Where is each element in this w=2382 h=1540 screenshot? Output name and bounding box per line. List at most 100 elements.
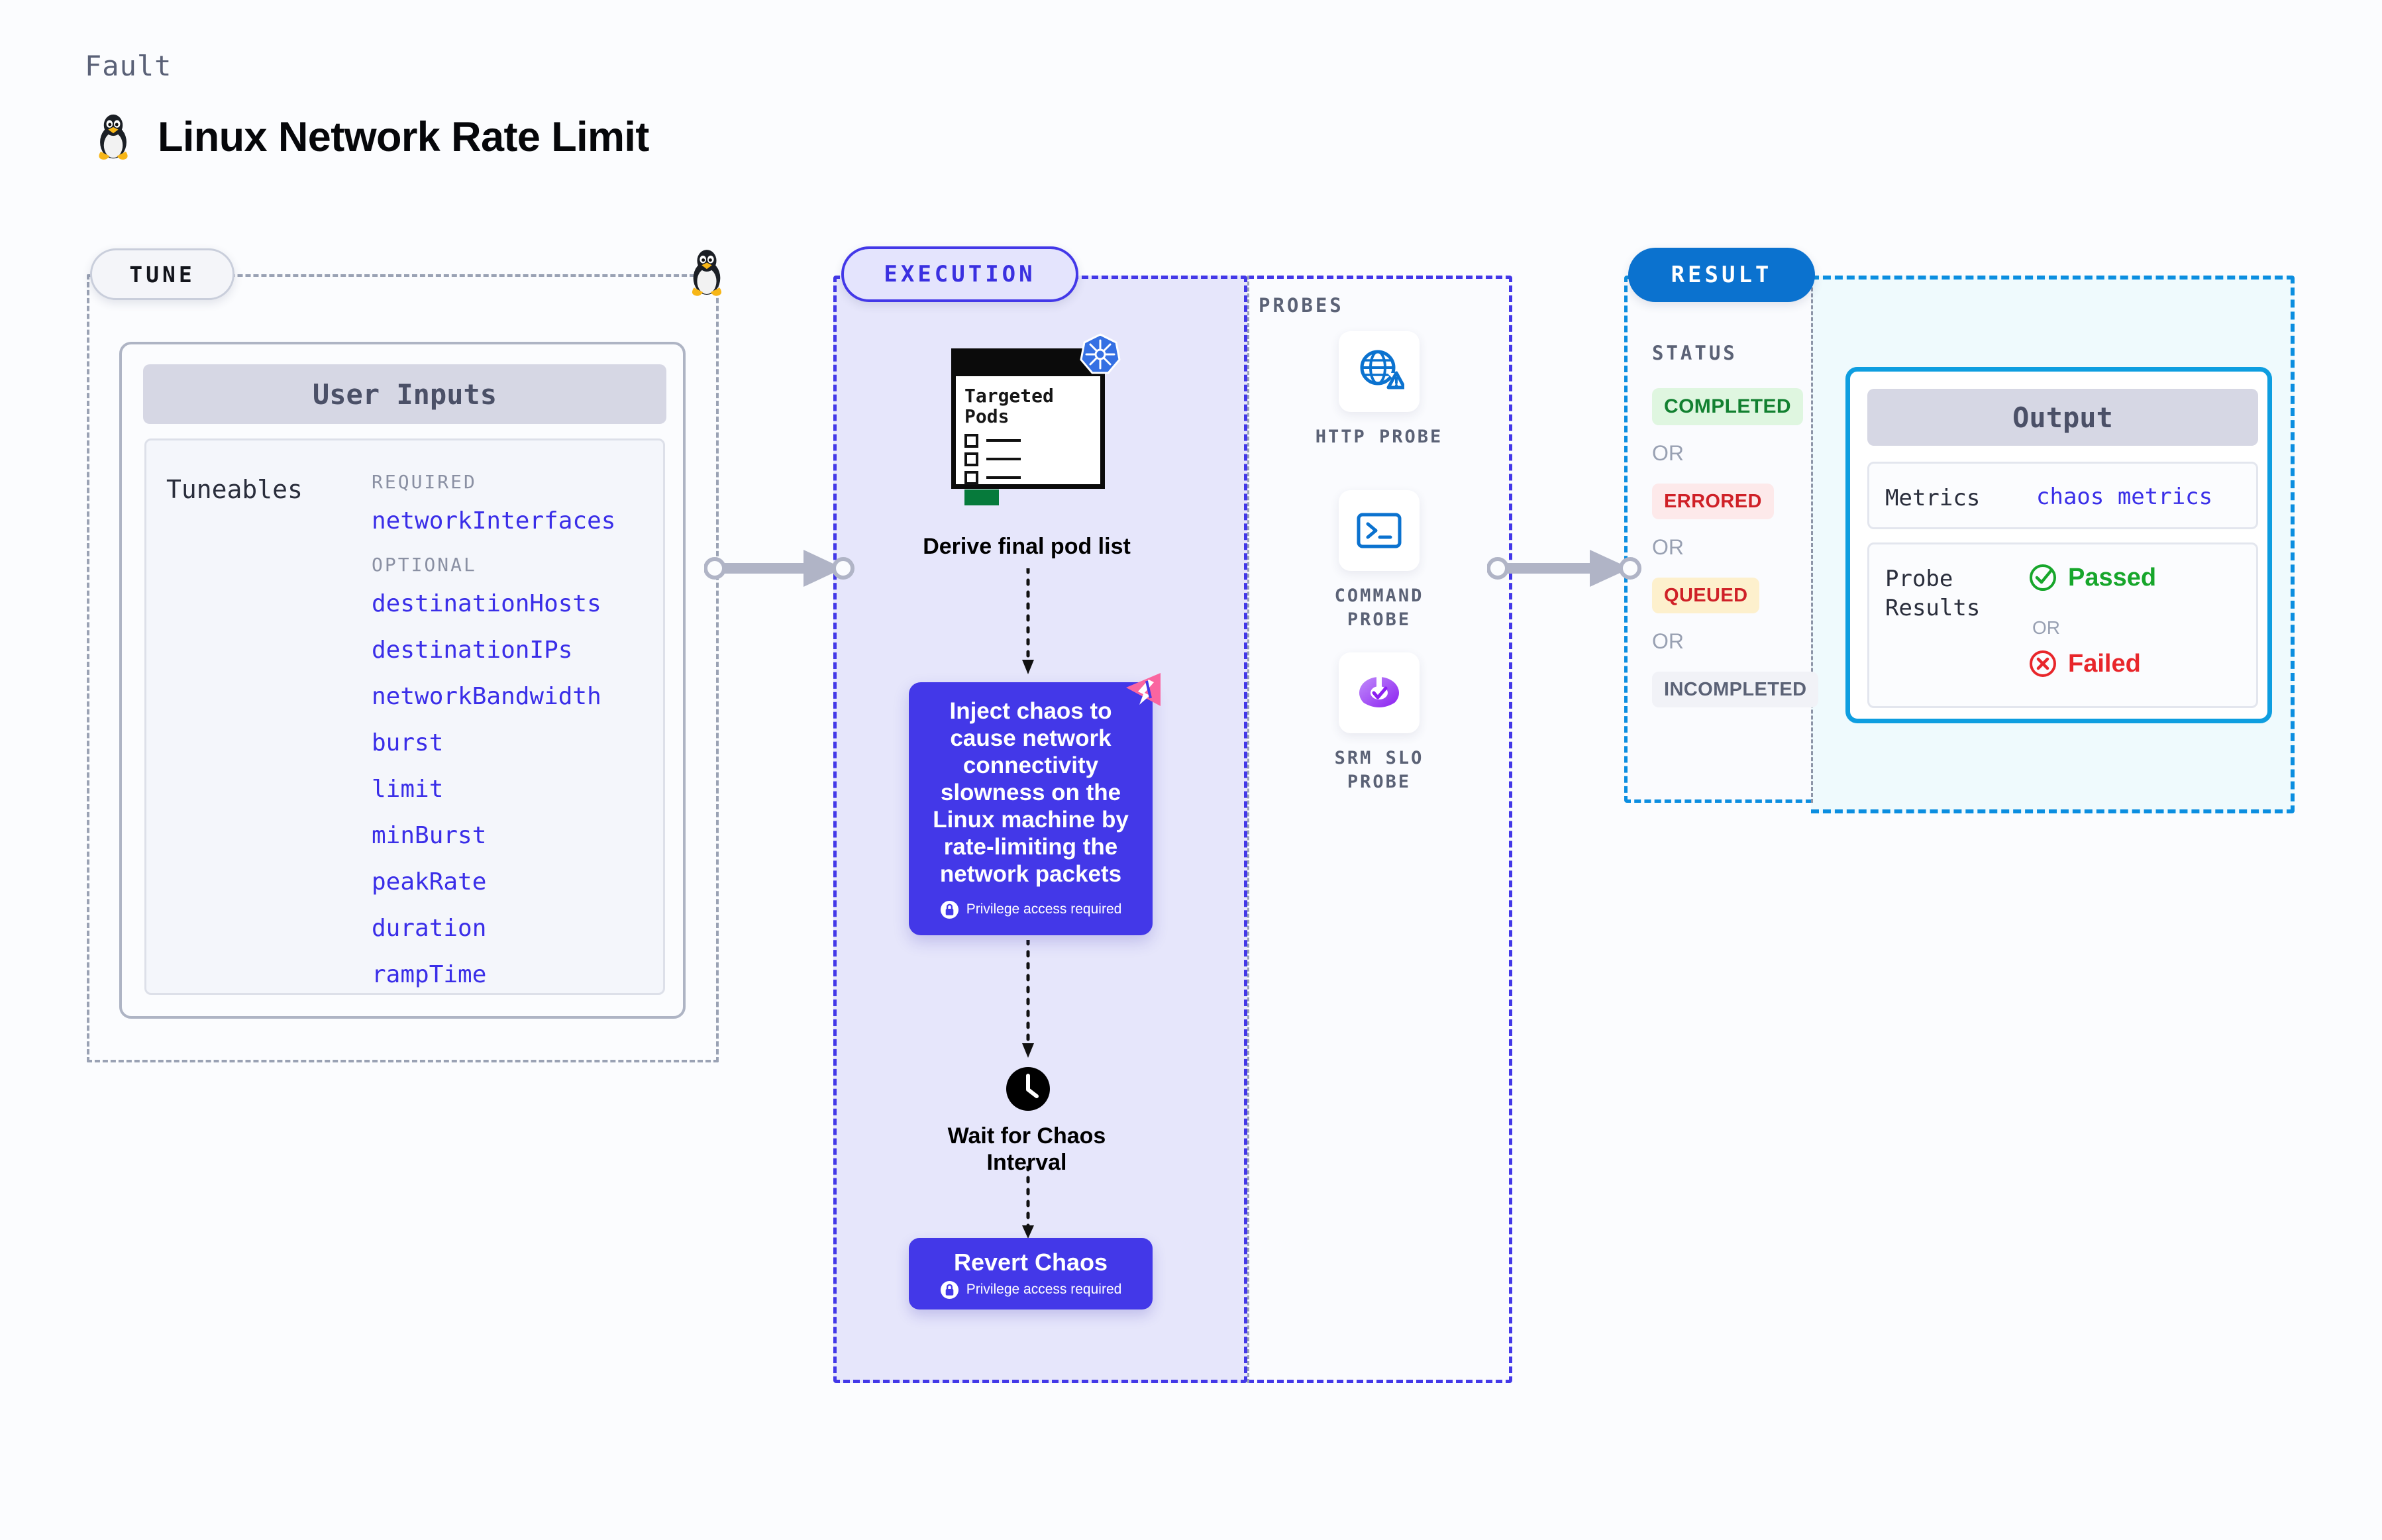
clock-icon	[1006, 1067, 1050, 1111]
wait-for-chaos-label: Wait for Chaos Interval	[947, 1123, 1106, 1176]
probe-http[interactable]: HTTP PROBE	[1310, 331, 1449, 449]
check-circle-icon	[2030, 564, 2056, 591]
probe-tile	[1339, 490, 1420, 571]
tuneable-item[interactable]: minBurst	[372, 822, 487, 849]
privilege-note-row: Privilege access required	[940, 900, 1122, 919]
checkbox-icon	[964, 452, 978, 466]
probe-results-label-line2: Results	[1885, 595, 1981, 622]
placeholder-line	[986, 458, 1021, 461]
status-divider	[1811, 276, 1813, 803]
kubernetes-icon	[1080, 333, 1121, 374]
placeholder-line	[986, 439, 1021, 442]
privilege-note-row: Privilege access required	[940, 1280, 1122, 1300]
probe-tile	[1339, 652, 1420, 733]
probes-divider	[1247, 276, 1249, 1383]
probe-result-passed: Passed	[2028, 563, 2156, 592]
probe-results-label-line1: Probe	[1885, 566, 1953, 592]
tuneable-item[interactable]: rampTime	[372, 961, 487, 988]
tune-region	[87, 274, 719, 1062]
tuneables-list: REQUIRED networkInterfaces OPTIONAL dest…	[372, 471, 656, 1007]
user-inputs-card: User Inputs Tuneables REQUIRED networkIn…	[119, 342, 686, 1019]
or-separator: OR	[1652, 535, 1684, 559]
list-item	[964, 452, 1093, 466]
tuneable-item[interactable]: destinationHosts	[372, 590, 601, 617]
metrics-value[interactable]: chaos metrics	[2036, 484, 2213, 510]
inject-chaos-text: Inject chaos to cause network connectivi…	[933, 698, 1129, 887]
status-badge-incompleted: INCOMPLETED	[1652, 672, 1819, 707]
tuneables-label: Tuneables	[166, 475, 303, 504]
probe-result-failed: Failed	[2028, 649, 2141, 678]
probe-label: SRM SLO PROBE	[1334, 748, 1424, 793]
revert-chaos-title: Revert Chaos	[953, 1248, 1108, 1276]
flow-arrow-wait-to-revert	[1022, 1166, 1034, 1239]
derive-pod-list-label: Derive final pod list	[923, 534, 1131, 559]
slo-donut-icon	[1359, 676, 1399, 710]
privilege-note-text: Privilege access required	[966, 1282, 1122, 1297]
pods-status-bar	[964, 489, 999, 505]
probe-srm-slo[interactable]: SRM SLO PROBE	[1310, 652, 1449, 795]
list-item	[964, 470, 1093, 485]
pods-heading-line2: Pods	[964, 405, 1010, 428]
tuneables-panel: Tuneables REQUIRED networkInterfaces OPT…	[144, 438, 665, 995]
inject-chaos-card: Inject chaos to cause network connectivi…	[909, 673, 1161, 935]
tuneables-group-optional: OPTIONAL	[372, 554, 477, 576]
list-item	[964, 433, 1093, 448]
output-card: Output Metrics chaos metrics Probe Resul…	[1845, 367, 2272, 723]
status-badge-queued: QUEUED	[1652, 578, 1760, 613]
tuneable-item[interactable]: networkInterfaces	[372, 507, 616, 535]
checkbox-icon	[964, 433, 978, 448]
status-badge-completed: COMPLETED	[1652, 388, 1803, 425]
pods-titlebar	[951, 348, 1105, 376]
pods-checkbox-list	[964, 433, 1093, 485]
probe-command[interactable]: COMMAND PROBE	[1310, 490, 1449, 633]
connector-execution-to-result	[1487, 550, 1641, 587]
result-pill[interactable]: RESULT	[1628, 248, 1815, 302]
lock-icon	[940, 1280, 958, 1299]
status-section-label: STATUS	[1652, 342, 1737, 364]
output-probe-results-row: Probe Results Passed OR Failed	[1867, 542, 2258, 708]
page-title: Linux Network Rate Limit	[158, 114, 649, 160]
flow-arrow-derive-to-inject	[1022, 568, 1034, 674]
failed-label: Failed	[2068, 649, 2141, 678]
globe-warning-icon	[1360, 350, 1404, 389]
targeted-pods-card: Targeted Pods	[951, 333, 1121, 505]
page-kicker: Fault	[85, 50, 172, 82]
output-title: Output	[1867, 389, 2258, 446]
checkbox-icon	[964, 470, 978, 485]
probe-label: HTTP PROBE	[1315, 427, 1443, 447]
flow-arrow-inject-to-wait	[1022, 940, 1034, 1058]
linux-penguin-icon	[99, 114, 128, 160]
revert-chaos-card: Revert Chaos Privilege access required	[909, 1238, 1153, 1309]
lock-icon	[940, 900, 958, 919]
user-inputs-title: User Inputs	[143, 364, 666, 424]
or-separator: OR	[1652, 629, 1684, 653]
probes-region	[1247, 276, 1512, 1383]
tuneable-item[interactable]: networkBandwidth	[372, 683, 601, 710]
tuneable-item[interactable]: peakRate	[372, 868, 487, 896]
x-circle-icon	[2030, 650, 2056, 677]
pods-heading-line1: Targeted	[964, 385, 1054, 407]
tuneable-item[interactable]: burst	[372, 729, 444, 756]
connector-tune-to-execution	[704, 550, 854, 587]
tune-pill[interactable]: TUNE	[90, 248, 234, 300]
status-badge-errored: ERRORED	[1652, 484, 1774, 519]
execution-pill[interactable]: EXECUTION	[841, 246, 1078, 302]
tuneable-item[interactable]: duration	[372, 915, 487, 942]
probe-tile	[1339, 331, 1420, 412]
placeholder-line	[986, 476, 1021, 480]
status-region	[1624, 276, 1812, 803]
privilege-note-text: Privilege access required	[966, 901, 1122, 917]
metrics-label: Metrics	[1885, 485, 1981, 511]
pods-content: Targeted Pods	[964, 385, 1093, 505]
page-header: Linux Network Rate Limit	[93, 113, 649, 162]
output-metrics-row: Metrics chaos metrics	[1867, 462, 2258, 529]
probe-label: COMMAND PROBE	[1334, 586, 1424, 631]
tuneable-item[interactable]: destinationIPs	[372, 637, 573, 664]
linux-penguin-icon-boundary	[692, 250, 722, 296]
terminal-icon	[1357, 513, 1402, 548]
tuneable-item[interactable]: limit	[372, 776, 444, 803]
or-separator: OR	[2032, 617, 2060, 638]
litmus-icon	[1126, 673, 1161, 706]
passed-label: Passed	[2068, 563, 2157, 591]
